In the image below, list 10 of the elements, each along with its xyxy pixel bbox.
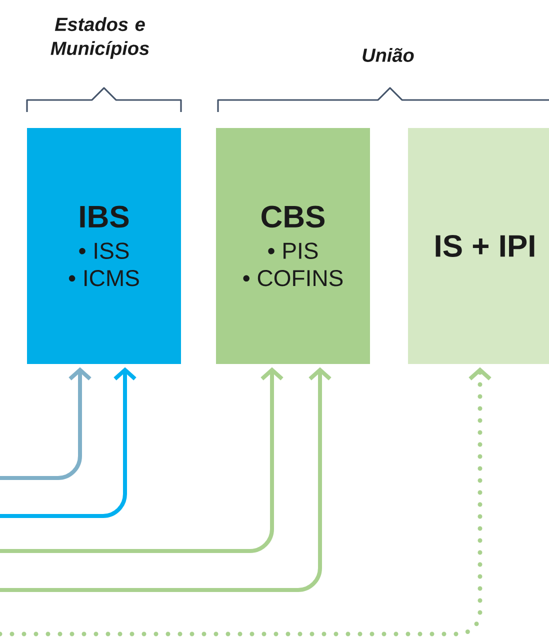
tax-box: IS + IPI: [408, 128, 549, 364]
arrow: [0, 367, 284, 553]
arrow: [0, 367, 92, 480]
arrow: [0, 367, 136, 518]
group-heading: União: [362, 48, 414, 62]
arrow: [0, 367, 492, 636]
tax-box: IBS • ISS • ICMS: [27, 128, 181, 364]
group-heading: Estados e Municípios: [50, 17, 149, 59]
arrow: [0, 367, 332, 592]
tax-box: CBS • PIS • COFINS: [216, 128, 370, 364]
